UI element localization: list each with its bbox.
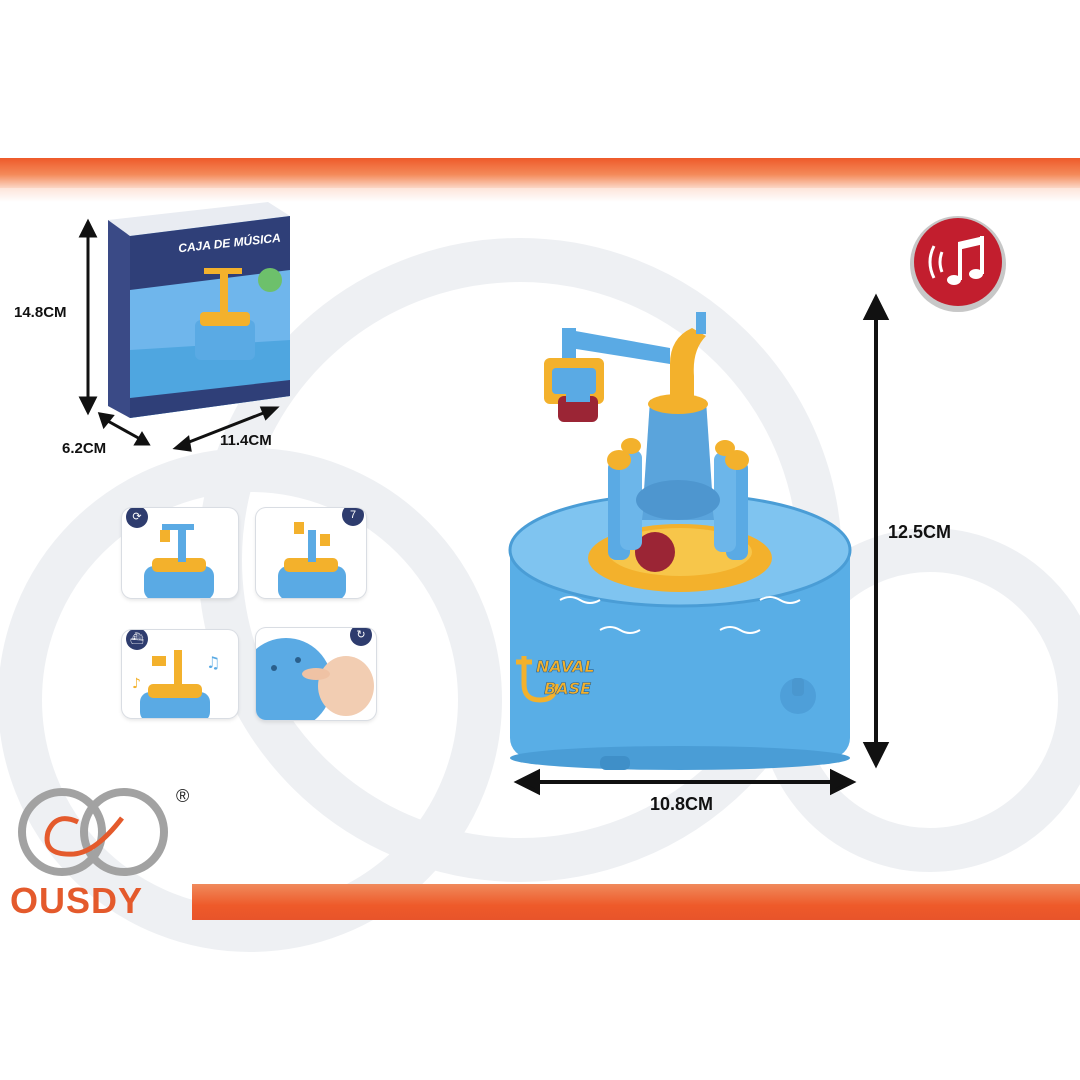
feature-thumbnail-boat: ♫ ♪ ⛴ bbox=[122, 630, 238, 718]
thumbnail-hand-button-image bbox=[256, 638, 374, 720]
number-badge-icon: 7 bbox=[342, 508, 364, 526]
package-box-image bbox=[108, 202, 290, 418]
thumbnail-toy-image: ♫ ♪ bbox=[132, 650, 220, 718]
registered-mark: ® bbox=[176, 786, 190, 806]
emblem-line-1: NAVAL bbox=[536, 657, 595, 676]
package-width-label: 11.4CM bbox=[220, 432, 272, 449]
svg-text:♪: ♪ bbox=[132, 676, 141, 692]
bottom-accent-band bbox=[192, 884, 1080, 920]
package-height-label: 14.8CM bbox=[14, 304, 67, 321]
thumbnail-toy-image bbox=[144, 524, 214, 598]
feature-thumbnail-rotate: ⟳ bbox=[122, 508, 238, 598]
svg-text:♫: ♫ bbox=[206, 653, 220, 672]
thumbnail-toy-image bbox=[278, 522, 346, 598]
brand-logo-icon bbox=[18, 788, 168, 876]
boat-icon: ⛴ bbox=[126, 630, 148, 650]
product-toy-image: NAVAL BASE bbox=[508, 312, 852, 770]
brand-name: OUSDY bbox=[10, 880, 144, 921]
package-depth-label: 6.2CM bbox=[62, 440, 107, 457]
feature-thumbnail-refresh: ↻ bbox=[256, 628, 376, 720]
rotate-icon: ⟳ bbox=[126, 508, 148, 528]
refresh-icon: ↻ bbox=[350, 628, 372, 646]
product-height-label: 12.5CM bbox=[888, 522, 952, 542]
emblem-line-2: BASE bbox=[544, 679, 591, 698]
top-accent-band bbox=[0, 158, 1080, 188]
feature-thumbnail-7: 7 bbox=[256, 508, 366, 598]
music-note-icon bbox=[910, 216, 1006, 312]
product-width-label: 10.8CM bbox=[650, 794, 714, 814]
top-band-fade bbox=[0, 188, 1080, 202]
